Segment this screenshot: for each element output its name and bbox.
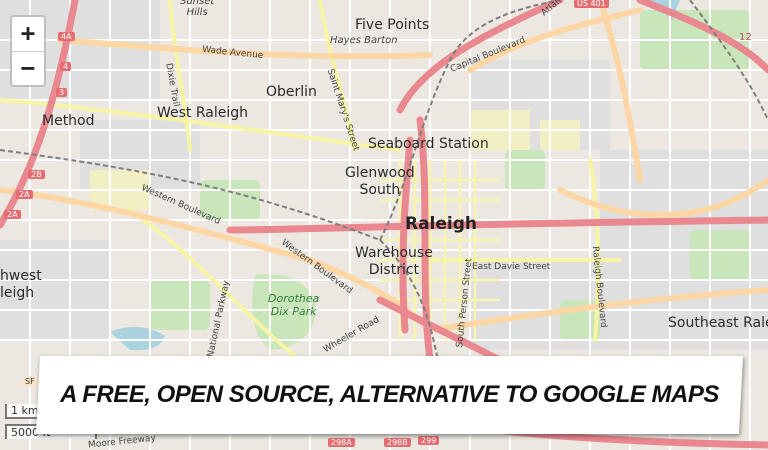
place-label-method: Method [42, 113, 95, 129]
route-shield-298b: 298B [384, 438, 411, 447]
route-shield-298a: 298A [328, 438, 355, 447]
place-label-hayes-barton: Hayes Barton [330, 35, 398, 46]
place-label-southeast-raleigh: Southeast Ralei [668, 315, 768, 331]
place-label-glenwood-south: Glenwood South [345, 165, 415, 198]
place-label-northwest-raleigh: hwest leigh [0, 268, 42, 301]
route-shield-sf: SF [22, 377, 38, 386]
route-shield-3: 3 [56, 88, 68, 97]
place-label-west-raleigh: West Raleigh [157, 105, 249, 121]
route-shield-2b: 2B [28, 170, 45, 179]
route-shield-us-401: US 401 [574, 0, 609, 8]
zoom-control: + − [10, 15, 46, 87]
zoom-in-button[interactable]: + [12, 17, 44, 52]
route-shield-299: 299 [418, 436, 440, 445]
road-label-east-davie-street: East Davie Street [472, 262, 551, 272]
park-label-dorothea-dix: Dorothea Dix Park [268, 292, 320, 318]
route-shield-4: 4 [60, 62, 72, 71]
route-shield-4a: 4A [58, 32, 75, 41]
place-label-warehouse-district: Warehouse District [355, 245, 433, 278]
route-shield-12: 12 [739, 32, 752, 43]
place-label-five-points: Five Points [355, 17, 430, 33]
place-label-sunset-hills: Sunset Hills [180, 0, 215, 18]
route-shield-2a-b: 2A [4, 210, 21, 219]
promo-banner-text: A FREE, OPEN SOURCE, ALTERNATIVE TO GOOG… [60, 381, 719, 408]
place-label-seaboard-station: Seaboard Station [368, 136, 489, 152]
zoom-out-button[interactable]: − [20, 54, 36, 82]
route-shield-2a: 2A [16, 190, 33, 199]
place-label-raleigh: Raleigh [405, 214, 478, 234]
place-label-oberlin: Oberlin [266, 84, 317, 100]
